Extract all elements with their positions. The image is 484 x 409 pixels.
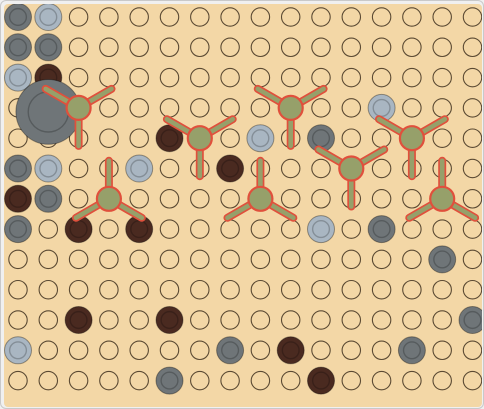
game-piece-light[interactable]: [308, 216, 335, 243]
spinner-hub: [248, 187, 272, 211]
game-piece-dark[interactable]: [65, 307, 92, 334]
spinner-hub: [97, 187, 121, 211]
spinner-hub: [339, 157, 363, 181]
game-piece-gray[interactable]: [368, 216, 395, 243]
game-piece-dark[interactable]: [308, 367, 335, 394]
game-board[interactable]: [4, 4, 482, 407]
game-piece-gray[interactable]: [429, 246, 456, 273]
game-piece-dark[interactable]: [277, 337, 304, 364]
game-piece-gray[interactable]: [217, 337, 244, 364]
game-piece-gray[interactable]: [5, 155, 32, 182]
game-piece-light[interactable]: [35, 155, 62, 182]
game-piece-gray[interactable]: [156, 367, 183, 394]
game-piece-gray[interactable]: [35, 34, 62, 61]
game-piece-dark[interactable]: [217, 155, 244, 182]
spinner-hub: [279, 96, 303, 120]
game-piece-gray[interactable]: [35, 185, 62, 212]
game-piece-gray[interactable]: [5, 34, 32, 61]
game-piece-gray[interactable]: [459, 307, 482, 334]
game-piece-dark[interactable]: [5, 185, 32, 212]
game-piece-light[interactable]: [5, 337, 32, 364]
spinner-hub: [67, 96, 91, 120]
game-piece-gray[interactable]: [398, 337, 425, 364]
game-piece-dark[interactable]: [156, 307, 183, 334]
game-piece-light[interactable]: [126, 155, 153, 182]
game-piece-gray[interactable]: [5, 216, 32, 243]
spinner-hub: [400, 126, 424, 150]
spinner-hub: [430, 187, 454, 211]
game-piece-light[interactable]: [247, 125, 274, 152]
spinner-hub: [188, 126, 212, 150]
